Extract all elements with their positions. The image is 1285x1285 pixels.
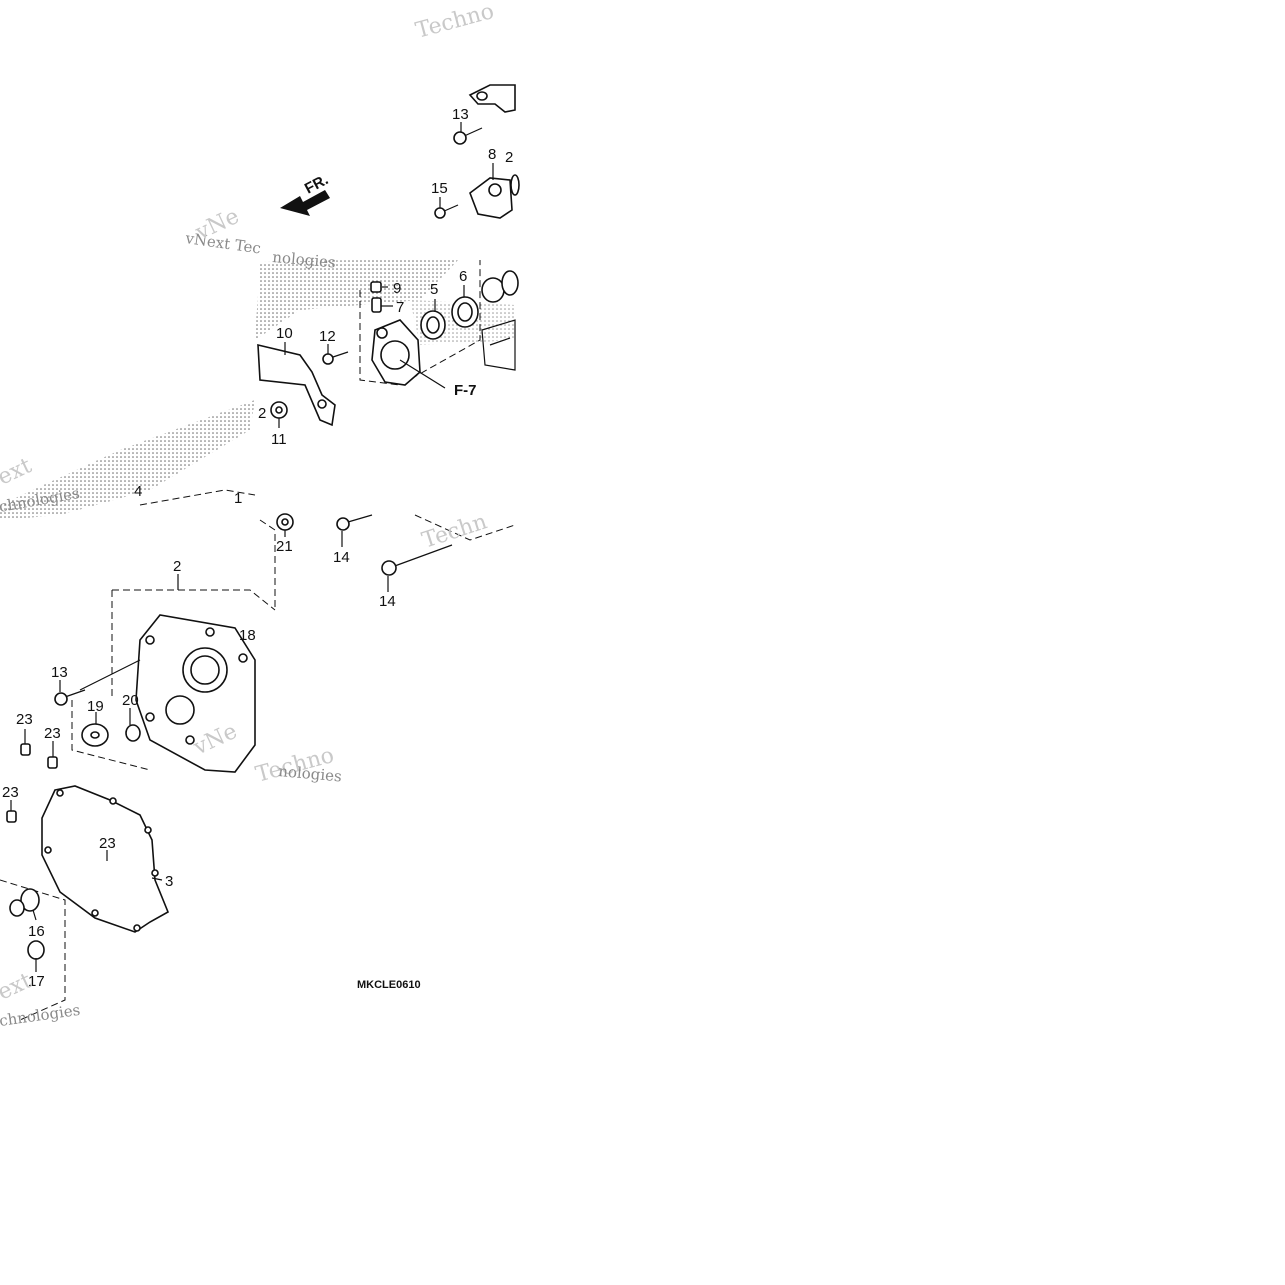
part-9 — [370, 281, 382, 293]
front-arrow: FR. — [280, 171, 331, 216]
callout-18: 18 — [239, 627, 256, 644]
part-bolt-14b — [381, 544, 453, 576]
watermark-text: ext — [0, 453, 36, 490]
part-17 — [27, 940, 45, 960]
part-seal-6 — [451, 296, 479, 328]
part-bolt-15 — [434, 204, 459, 219]
part-gasket-3 — [41, 785, 170, 933]
callout-22: 2 — [258, 405, 266, 422]
callout-11: 11 — [271, 431, 287, 448]
part-clamp-8 — [469, 174, 520, 219]
callout-5: 5 — [430, 281, 438, 298]
drawing-code: MKCLE0610 — [357, 979, 421, 991]
callout-6: 6 — [459, 268, 467, 285]
ref-label-f7: F-7 — [454, 382, 477, 399]
callout-23b: 23 — [44, 725, 61, 742]
watermark-text: Techn — [419, 509, 490, 553]
part-pump-housing — [371, 319, 421, 386]
part-bracket-10 — [257, 343, 336, 427]
callout-14b: 14 — [379, 593, 396, 610]
callout-2a: 2 — [505, 149, 513, 166]
watermark-text: nologies — [272, 248, 337, 271]
part-7 — [371, 297, 382, 313]
callout-15: 15 — [431, 180, 448, 197]
callout-3: 3 — [165, 873, 173, 890]
callout-8: 8 — [488, 146, 496, 163]
leader-lines — [10, 122, 494, 972]
callout-23d: 23 — [99, 835, 116, 852]
callout-21: 21 — [276, 538, 293, 555]
part-cover-2 — [135, 614, 256, 773]
callout-14a: 14 — [333, 549, 350, 566]
callout-17: 17 — [28, 973, 45, 990]
callout-10: 10 — [276, 325, 293, 342]
watermark-text: nologies — [278, 762, 343, 785]
part-bracket-top — [468, 84, 516, 113]
callout-labels: 13 8 2 15 9 7 5 6 10 12 2 11 4 1 21 14 1… — [2, 106, 513, 990]
part-16 — [9, 888, 40, 917]
part-11 — [270, 401, 288, 419]
part-bolt-13b — [54, 659, 141, 706]
callout-4: 4 — [134, 483, 142, 500]
callout-7: 7 — [396, 299, 404, 316]
part-bolt-14a — [336, 514, 373, 531]
callout-19: 19 — [87, 698, 104, 715]
part-21 — [276, 513, 294, 531]
part-bolt-13a — [453, 127, 483, 145]
callout-13b: 13 — [51, 664, 68, 681]
watermark-text: Techno — [413, 0, 497, 44]
callout-16: 16 — [28, 923, 45, 940]
callout-1: 1 — [234, 490, 242, 507]
callout-13a: 13 — [452, 106, 469, 123]
part-bearing-5 — [420, 310, 446, 340]
callout-23a: 23 — [16, 711, 33, 728]
part-washer-19 — [81, 723, 109, 747]
callout-12: 12 — [319, 328, 336, 345]
part-orings-right — [481, 270, 519, 371]
part-seal-20 — [125, 724, 141, 742]
callout-20: 20 — [122, 692, 139, 709]
callout-2b: 2 — [173, 558, 181, 575]
callout-9: 9 — [393, 280, 401, 297]
callout-23c: 23 — [2, 784, 19, 801]
assembly-outlines — [0, 260, 516, 1021]
watermark-text: chnologies — [0, 1001, 81, 1030]
part-bolt-12 — [322, 351, 349, 365]
